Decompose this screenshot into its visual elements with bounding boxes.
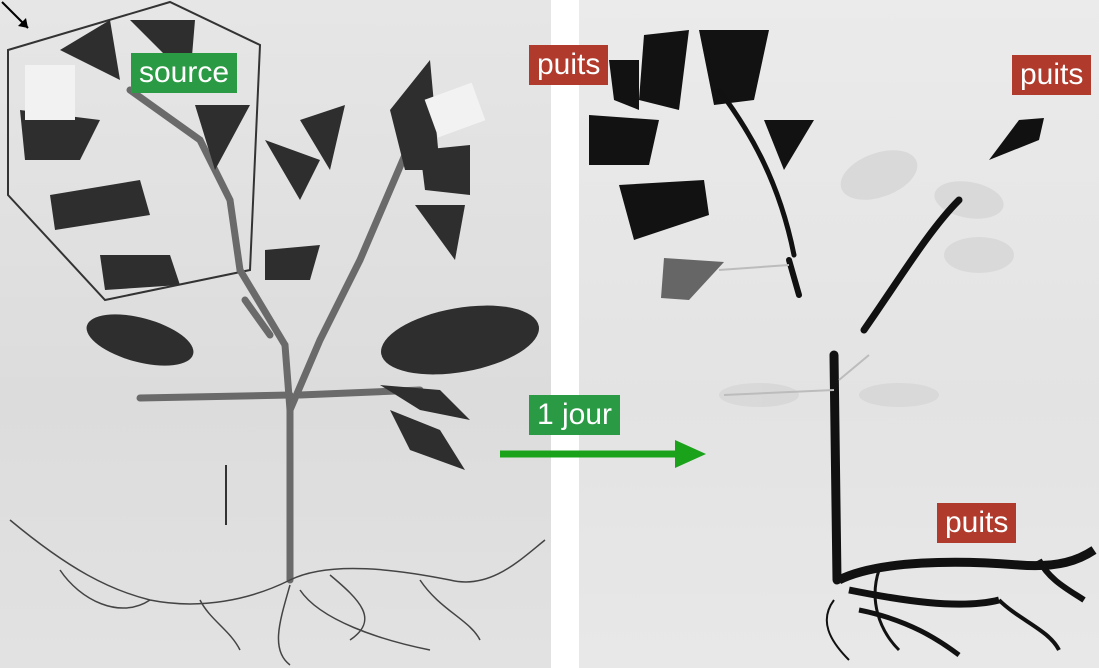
roots (10, 520, 545, 665)
labelled-roots (827, 550, 1094, 660)
left-plant-photo (0, 0, 551, 668)
autoradiograph-illustration (579, 0, 1099, 668)
right-autoradiograph-photo (579, 0, 1099, 668)
sink-label-left: puits (529, 45, 608, 85)
sink-label-roots: puits (937, 503, 1016, 543)
pointer-arrow-icon (0, 0, 40, 40)
sink-label-right: puits (1012, 55, 1091, 95)
source-label: source (131, 53, 237, 93)
lighter-leaf (661, 258, 724, 300)
right-arrow-icon (500, 430, 710, 480)
sticker (25, 65, 75, 120)
duration-label: 1 jour (529, 395, 620, 435)
pressed-plant-illustration (0, 0, 551, 668)
apex-bud (989, 118, 1044, 160)
labelled-stems (719, 90, 959, 580)
faint-leaves (719, 141, 1014, 407)
